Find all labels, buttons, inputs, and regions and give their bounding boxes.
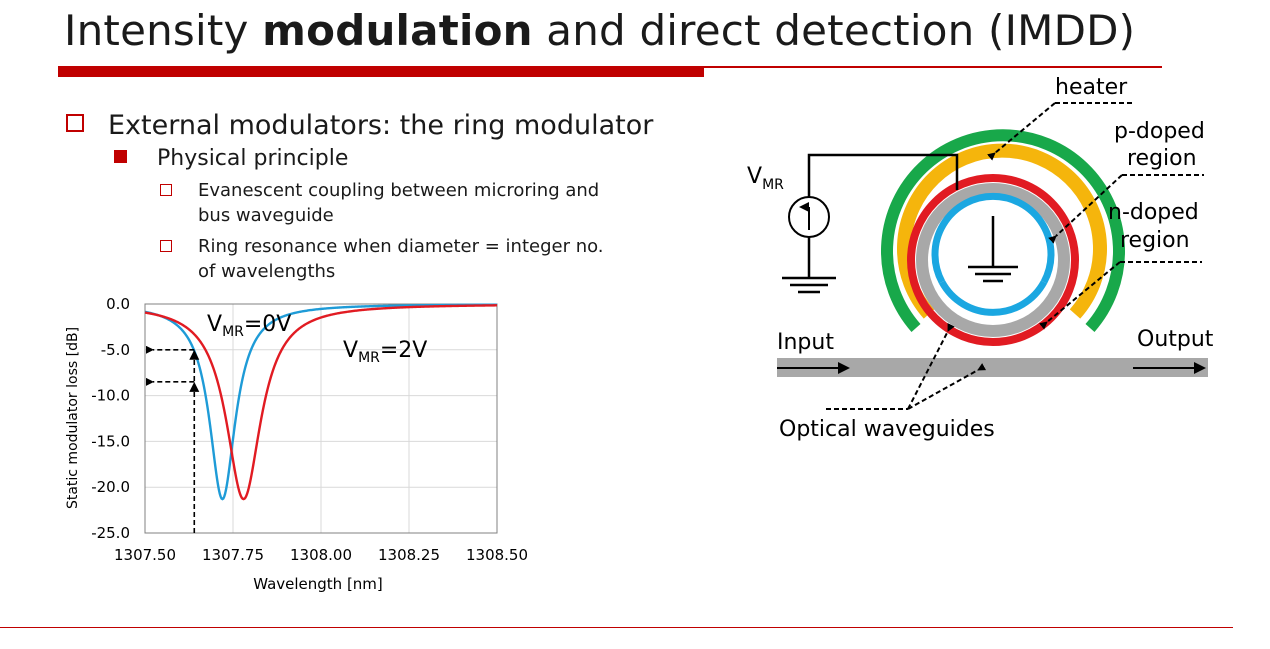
inner-waveguide-arc <box>931 192 1055 284</box>
title-bold-word: modulation <box>262 6 533 55</box>
source-ground-icon <box>782 276 836 294</box>
x-tick-label: 1308.50 <box>466 546 528 564</box>
inner-waveguide-arc-bottom <box>938 280 1048 316</box>
x-tick-label: 1308.25 <box>378 546 440 564</box>
output-label: Output <box>1137 327 1214 352</box>
y-tick-label: -25.0 <box>91 524 130 542</box>
p-doped-leader <box>1048 174 1123 244</box>
series-line-1 <box>144 304 497 501</box>
input-arrowhead-icon <box>838 362 850 374</box>
y-axis-label: Static modulator loss [dB] <box>65 327 81 509</box>
waveguides-label: Optical waveguides <box>779 417 995 442</box>
chart-grid <box>145 304 497 533</box>
source-label: VMR <box>747 164 784 193</box>
bullet-level2: Physical principle <box>114 146 348 171</box>
ground-icon <box>968 265 1018 283</box>
marker-up-arrowhead-1 <box>189 381 200 392</box>
hollow-square-bullet-icon <box>66 114 84 132</box>
waveguides-leader-bus <box>907 363 987 410</box>
title-part-1: Intensity <box>64 6 263 55</box>
slide-title: Intensity modulation and direct detectio… <box>64 6 1135 55</box>
title-underline-thin <box>704 66 1162 68</box>
x-tick-label: 1308.00 <box>290 546 352 564</box>
bullet-level3-resonance: Ring resonance when diameter = integer n… <box>160 234 604 284</box>
x-axis-label: Wavelength [nm] <box>253 575 383 593</box>
filled-square-bullet-icon <box>114 150 127 163</box>
bullet-text-line2: of wavelengths <box>198 261 336 282</box>
y-tick-label: -20.0 <box>91 478 130 496</box>
bias-wire <box>807 153 959 197</box>
title-underline-thick <box>58 66 704 77</box>
output-arrowhead-icon <box>1194 362 1206 374</box>
p-doped-arc <box>897 143 1107 319</box>
bullet-level1: External modulators: the ring modulator <box>66 110 653 141</box>
chart-markers <box>146 345 200 533</box>
n-doped-ring <box>907 174 1079 346</box>
waveguides-leader-ring <box>907 322 955 410</box>
hollow-square-bullet-icon <box>160 184 172 196</box>
title-part-2: and direct detection (IMDD) <box>532 6 1136 55</box>
x-tick-label: 1307.75 <box>202 546 264 564</box>
y-tick-label: -10.0 <box>91 387 130 405</box>
n-doped-label-line2: region <box>1120 228 1190 253</box>
bus-waveguide <box>777 358 1208 377</box>
heater-label: heater <box>1055 75 1128 100</box>
heater-arc <box>881 129 1125 332</box>
bullet-text-line2: bus waveguide <box>198 205 334 226</box>
series-line-0 <box>144 303 497 501</box>
y-tick-label: -5.0 <box>101 341 130 359</box>
x-tick-label: 1307.50 <box>114 546 176 564</box>
y-tick-label: -15.0 <box>91 432 130 450</box>
chart-series <box>144 303 497 501</box>
series-label-0v: VMR=0V <box>207 312 291 340</box>
p-doped-label-line2: region <box>1127 146 1197 171</box>
footer-rule <box>0 627 1233 628</box>
marker-up-arrowhead-0 <box>189 349 200 360</box>
y-tick-label: 0.0 <box>106 295 130 313</box>
bullet-text-line1: Evanescent coupling between microring an… <box>198 180 600 201</box>
ring-core <box>916 183 1070 337</box>
series-label-2v: VMR=2V <box>343 338 427 366</box>
input-label: Input <box>777 330 834 355</box>
n-doped-label-line1: n-doped <box>1108 200 1199 225</box>
bullet-level3-coupling: Evanescent coupling between microring an… <box>160 178 599 228</box>
bullet-text-line1: Ring resonance when diameter = integer n… <box>198 236 604 257</box>
bullet-level1-text: External modulators: the ring modulator <box>108 110 654 141</box>
p-doped-label-line1: p-doped <box>1114 119 1205 144</box>
chart-ticks: 1307.50 1307.75 1308.00 1308.25 1308.50 0.0 -5… <box>91 295 528 564</box>
plot-frame <box>144 303 498 534</box>
hollow-square-bullet-icon <box>160 240 172 252</box>
bullet-level2-text: Physical principle <box>157 146 349 171</box>
heater-leader <box>987 102 1056 161</box>
